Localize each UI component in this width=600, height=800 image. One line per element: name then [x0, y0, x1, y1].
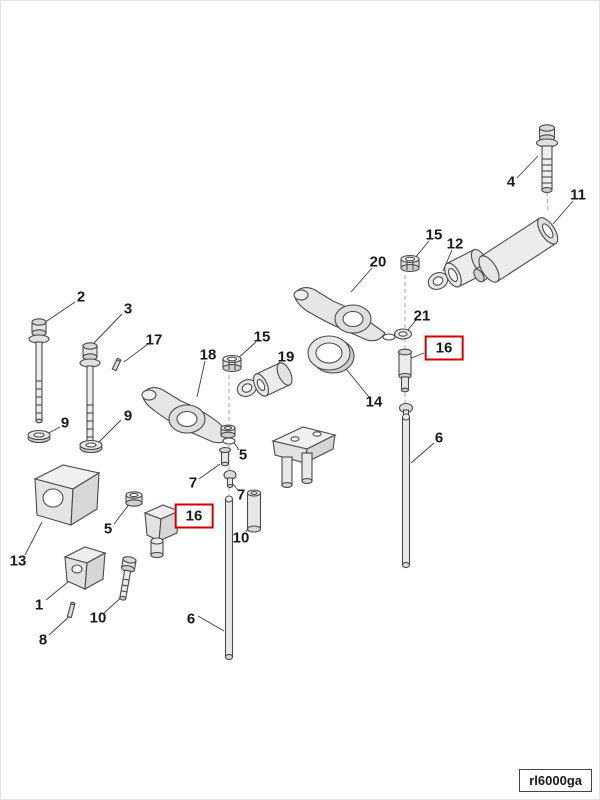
part-push-rod-6-left	[224, 495, 234, 661]
callout-20: 20	[369, 253, 387, 271]
part-bolt-4	[535, 124, 559, 193]
part-shaft-11	[473, 217, 559, 283]
callout-14: 14	[365, 393, 383, 411]
callout-6-left: 6	[186, 610, 196, 628]
part-bushing-19	[236, 362, 293, 397]
part-ball-seat-7	[223, 469, 237, 489]
callout-18: 18	[199, 346, 217, 364]
callout-3: 3	[123, 300, 133, 318]
callout-1: 1	[34, 596, 44, 614]
drawing-code-box: rl6000ga	[519, 769, 592, 792]
callout-13: 13	[9, 552, 27, 570]
leader-lines	[24, 155, 574, 636]
part-pedestal-13	[33, 464, 101, 527]
callout-9-right: 9	[123, 407, 133, 425]
part-washer-9-right	[79, 439, 103, 454]
part-bearing-ring-14	[307, 335, 355, 374]
part-nut-5-left	[125, 491, 143, 507]
callout-11: 11	[570, 186, 586, 204]
part-support-clamp-16-left	[143, 504, 181, 559]
part-bolt-2	[28, 318, 50, 424]
part-nut-5-right	[220, 424, 236, 439]
callout-5-right: 5	[238, 446, 248, 464]
callout-6-right: 6	[434, 429, 444, 447]
callout-21: 21	[413, 307, 431, 325]
callout-7-left: 7	[188, 474, 198, 492]
callout-4: 4	[506, 173, 516, 191]
part-nut-15-left	[222, 354, 242, 373]
callout-16-highlight-right: 16	[424, 335, 464, 361]
part-pin-17	[111, 358, 122, 372]
part-bolt-3	[79, 342, 101, 448]
callout-5-left: 5	[103, 520, 113, 538]
part-spacer-10-right	[246, 489, 262, 533]
part-pin-8	[66, 601, 76, 619]
part-bracket-1	[63, 546, 107, 590]
part-stud-bracket	[271, 426, 337, 488]
callout-7-right: 7	[236, 486, 246, 504]
callout-17: 17	[145, 331, 163, 349]
drawing-code: rl6000ga	[529, 773, 582, 788]
part-rocker-arm-18	[141, 387, 236, 445]
part-push-rod-6-right	[398, 402, 414, 569]
part-rocker-arm-20	[293, 287, 396, 342]
callout-12: 12	[446, 235, 464, 253]
callout-16-highlight-left: 16	[174, 503, 214, 529]
callout-15-left: 15	[253, 328, 271, 346]
part-nut-15-right	[400, 254, 420, 273]
callout-8: 8	[38, 631, 48, 649]
callout-2: 2	[76, 288, 86, 306]
part-washer-9-left	[27, 429, 51, 444]
part-ring-21	[393, 328, 413, 340]
part-screw-7	[218, 447, 232, 467]
callout-10-right: 10	[232, 529, 250, 547]
callout-15-right: 15	[425, 226, 443, 244]
callout-10-left: 10	[89, 609, 107, 627]
part-adjusting-screw-16-right	[397, 348, 413, 393]
part-bolt-10-left	[119, 556, 137, 601]
callout-19: 19	[277, 348, 295, 366]
callout-9-left: 9	[60, 414, 70, 432]
